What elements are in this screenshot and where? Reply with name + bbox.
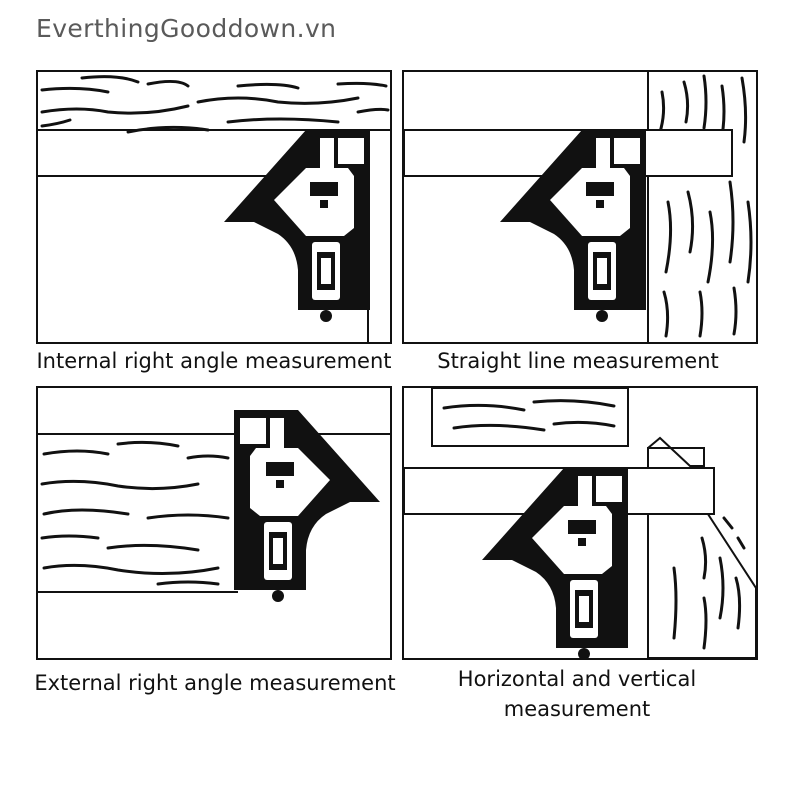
straight-line-illustration bbox=[404, 72, 756, 342]
horizontal-vertical-illustration bbox=[404, 388, 756, 658]
watermark: EverthingGooddown.vn bbox=[36, 14, 337, 43]
panel-external-right-angle bbox=[36, 386, 392, 660]
caption-external-right-angle: External right angle measurement bbox=[34, 671, 396, 695]
caption-horizontal-vertical: Horizontal and vertical measurement bbox=[457, 667, 697, 721]
external-angle-illustration bbox=[38, 410, 390, 602]
panel-horizontal-vertical bbox=[402, 386, 758, 660]
panel-straight-line bbox=[402, 70, 758, 344]
panel-internal-right-angle bbox=[36, 70, 392, 344]
caption-straight-line: Straight line measurement bbox=[437, 349, 719, 373]
internal-angle-illustration bbox=[38, 75, 390, 342]
caption-internal-right-angle: Internal right angle measurement bbox=[36, 349, 392, 373]
